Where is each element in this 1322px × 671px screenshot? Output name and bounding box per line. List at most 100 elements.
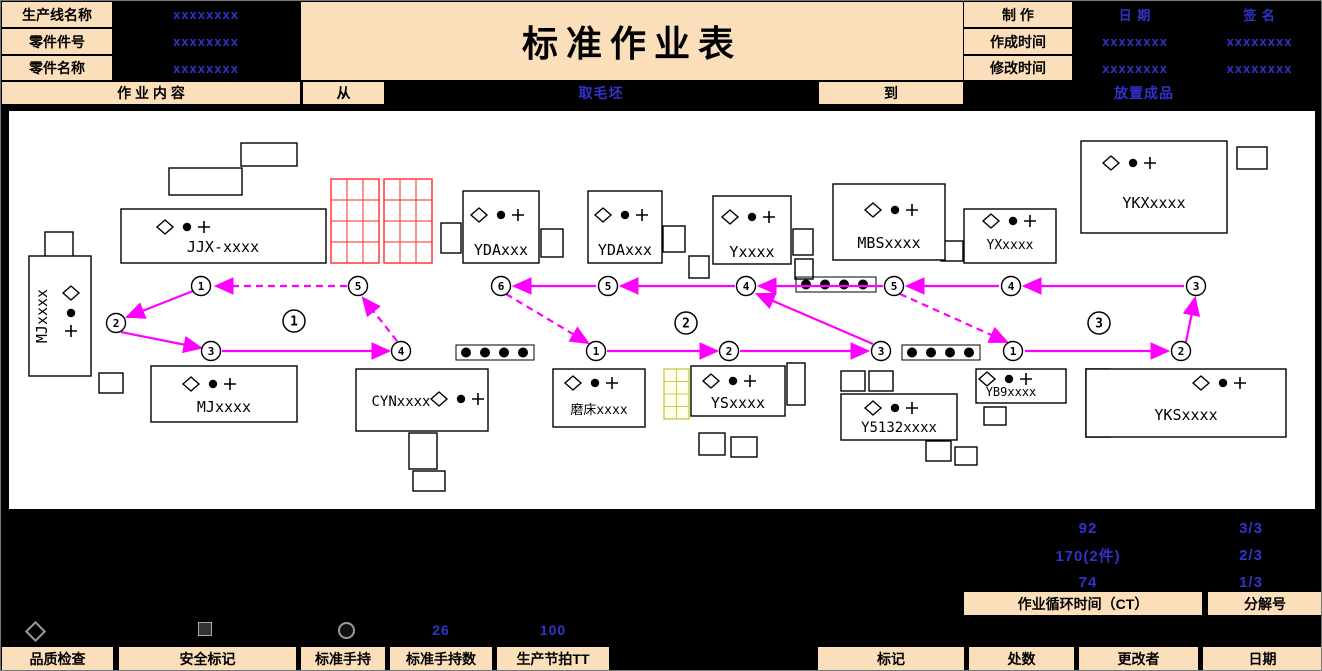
station-number: 2: [1178, 345, 1185, 358]
machine-outline: [975, 368, 1067, 404]
station-number: 2: [726, 345, 733, 358]
cycle-circle: [674, 311, 698, 335]
station: 2: [1170, 340, 1192, 362]
machine-label: YB9xxxx: [986, 385, 1037, 399]
wip-dot: [858, 279, 868, 290]
creation-date-value: xxxxxxxx: [1102, 34, 1168, 49]
aux-box: [168, 167, 243, 196]
machine-mbs: MBSxxxx: [832, 183, 946, 261]
safety-cross-icon: [65, 325, 77, 337]
quality-diamond-icon: [981, 213, 1001, 229]
machine-grinder: 磨床xxxx: [552, 368, 646, 428]
quality-diamond-icon: [701, 373, 721, 389]
to-label: 到: [819, 82, 963, 104]
wip-dot: [907, 347, 917, 358]
quality-diamond-icon: [720, 209, 740, 225]
station-circle: [585, 340, 607, 362]
wip-dots: [455, 344, 535, 361]
machine-ys: YSxxxx: [690, 365, 786, 417]
legend-date: 日期: [1203, 647, 1321, 670]
machine-outline: [1080, 140, 1228, 234]
standard-wip-icon: [338, 622, 355, 639]
part-number-value: xxxxxxxx: [173, 34, 239, 49]
machine-ykx: YKXxxxx: [1080, 140, 1228, 234]
aux-box: [698, 432, 726, 456]
quality-diamond-icon: [469, 207, 489, 223]
cycle-number: 2: [682, 317, 690, 332]
modify-time-label: 修改时间: [964, 56, 1072, 80]
station-number: 2: [113, 317, 120, 330]
cycle-time-label: 作业循环时间（CT）: [964, 592, 1202, 615]
storage-grid: [330, 178, 380, 264]
station-number: 1: [593, 345, 600, 358]
safety-cross-icon: [1020, 373, 1032, 385]
wip-dot-icon: [728, 376, 738, 386]
safety-cross-icon: [636, 209, 648, 221]
storage-grid: [663, 368, 690, 420]
machine-outline: [963, 208, 1057, 264]
flow-arrow: [754, 292, 874, 346]
legend-standard-wip-count: 标准手持数: [390, 647, 492, 670]
wip-dot-icon: [66, 308, 76, 318]
aux-box: [794, 258, 814, 280]
wip-dot: [801, 279, 811, 290]
aux-box: [440, 222, 462, 254]
aux-box: [983, 406, 1007, 426]
safety-cross-icon: [744, 375, 756, 387]
quality-diamond-icon: [593, 207, 613, 223]
station: 1: [585, 340, 607, 362]
machine-jjx: JJX-xxxx: [120, 208, 327, 264]
aux-box: [925, 440, 952, 462]
wip-dot: [839, 279, 849, 290]
machine-y: Yxxxx: [712, 195, 792, 265]
cycle-time-value-1: 74: [1078, 574, 1098, 591]
aux-box: [98, 372, 124, 394]
wip-dot-icon: [890, 205, 900, 215]
return-flow-arrow: [899, 292, 1010, 344]
aux-box: [44, 231, 74, 259]
quality-check-icon: [24, 620, 47, 643]
station-number: 4: [398, 345, 405, 358]
station: 5: [347, 275, 369, 297]
station-circle: [490, 275, 512, 297]
station-number: 3: [878, 345, 885, 358]
station-number: 5: [891, 280, 898, 293]
machine-label: MBSxxxx: [857, 234, 920, 252]
from-value: 取毛坯: [578, 85, 624, 101]
cycle-fraction-1: 1/3: [1239, 574, 1263, 591]
wip-dot-icon: [1128, 158, 1138, 168]
production-line-value: xxxxxxxx: [173, 7, 239, 22]
aux-box: [840, 370, 866, 392]
station-circle: [190, 275, 212, 297]
station-circle: [200, 340, 222, 362]
wip-dot-icon: [208, 379, 218, 389]
machine-cyn: CYNxxxx: [355, 368, 489, 432]
wip-dot-icon: [496, 210, 506, 220]
machine-yks: YKSxxxx: [1085, 368, 1287, 438]
station-circle: [105, 312, 127, 334]
safety-cross-icon: [1024, 215, 1036, 227]
machine-outline: [28, 255, 92, 377]
cycle-fraction-3: 3/3: [1239, 520, 1263, 537]
station-circle: [735, 275, 757, 297]
machine-mj: MJxxxx: [150, 365, 298, 423]
machine-yda1: YDAxxx: [462, 190, 540, 264]
station-circle: [1185, 275, 1207, 297]
machine-label: 磨床xxxx: [570, 403, 627, 418]
wip-dot: [499, 347, 509, 358]
machine-outline: [150, 365, 298, 423]
work-content-label: 作 业 内 容: [2, 82, 300, 104]
station: 5: [883, 275, 905, 297]
safety-cross-icon: [512, 209, 524, 221]
machine-outline: [462, 190, 540, 264]
machine-outline: [712, 195, 792, 265]
machine-label: YKSxxxx: [1154, 406, 1217, 424]
safety-cross-icon: [906, 402, 918, 414]
station-circle: [718, 340, 740, 362]
wip-dots-frame: [901, 344, 981, 361]
cycle-circle: [282, 309, 306, 333]
machine-yb9: YB9xxxx: [975, 368, 1067, 404]
station: 2: [105, 312, 127, 334]
